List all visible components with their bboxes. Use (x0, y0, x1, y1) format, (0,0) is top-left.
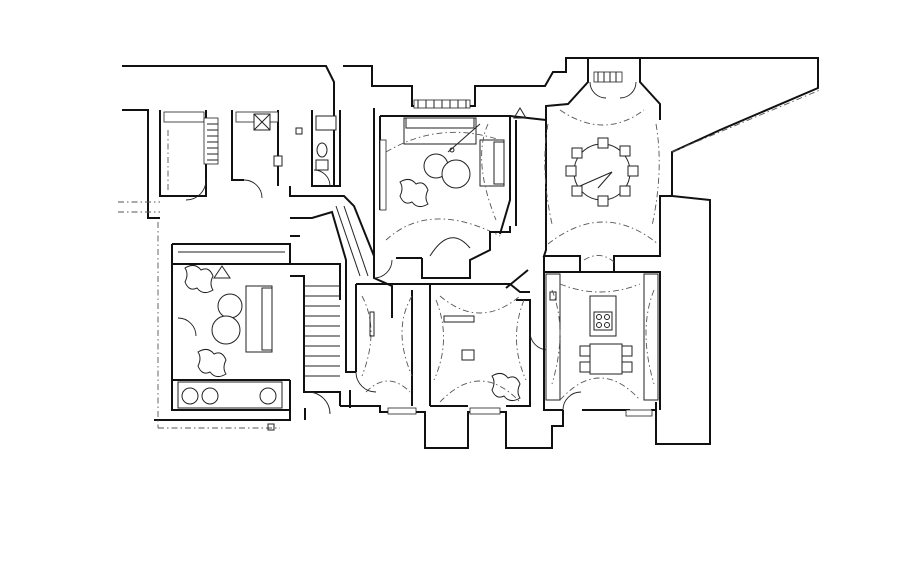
study (429, 269, 549, 415)
living-room (373, 99, 511, 279)
dining-room-bay (509, 71, 821, 273)
hall-south (355, 259, 431, 415)
sitting-room-west (118, 201, 291, 429)
kitchen (543, 255, 661, 417)
stair-hall (289, 186, 393, 415)
marker (267, 423, 275, 431)
utility-rooms (159, 110, 303, 201)
wc (311, 110, 341, 187)
